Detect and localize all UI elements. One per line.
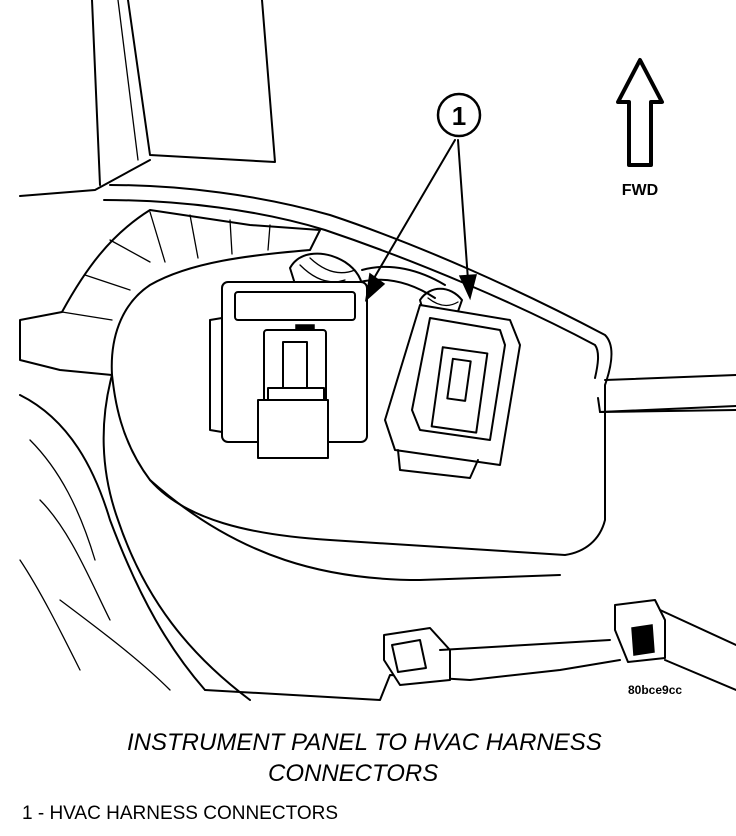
callout-1: 1 [436,92,482,138]
figure-id: 80bce9cc [628,683,682,697]
caption-line-2: CONNECTORS [268,760,439,787]
fwd-arrow-icon: FWD [616,58,664,199]
fwd-label: FWD [622,182,658,199]
upper-trim-panel [19,0,276,197]
legend: 1 - HVAC HARNESS CONNECTORS [22,803,338,825]
mounting-bracket [103,184,736,581]
callout-leader-lines [364,139,477,302]
hvac-connector-left [209,252,368,459]
left-lower-panel [19,374,251,701]
legend-item-1: 1 - HVAC HARNESS CONNECTORS [22,803,339,824]
left-wire-harness [19,209,321,376]
hvac-connector-right [384,287,521,479]
caption-line-1: INSTRUMENT PANEL TO HVAC HARNESS [127,729,602,756]
callout-number: 1 [452,101,466,131]
diagram-figure: 1 FWD 80bce9cc [19,0,736,701]
bottom-trim-clips [204,599,736,701]
